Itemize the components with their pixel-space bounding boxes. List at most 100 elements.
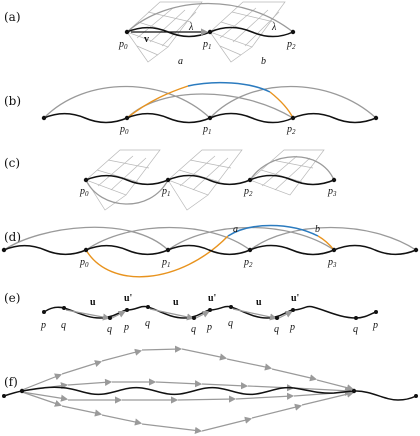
panel-b-orange-arc-left	[126, 85, 189, 119]
panel-e-point-q-5	[229, 305, 233, 309]
panel-e-point-p-1	[125, 308, 129, 312]
panel-d-p2-label: p2	[243, 257, 253, 269]
panel-c-gray-arc-2	[249, 156, 335, 181]
panel-c-point-0	[83, 177, 89, 183]
panel-f-outer-up-2	[61, 360, 103, 375]
panel-f-outer-bottom-2	[251, 403, 303, 419]
panel-f-outer-down-2	[61, 405, 103, 417]
panel-b-blue-arc	[187, 81, 271, 93]
panel-b-point-1	[207, 115, 213, 121]
panel-f-outer-up-3	[101, 348, 143, 362]
panel-b-point-2	[290, 115, 296, 121]
panel-c-grid-2	[167, 149, 243, 211]
panel-e-p-label-4: p	[289, 322, 295, 333]
panel-f-target	[351, 388, 357, 394]
panel-d-gray-arc-1	[3, 226, 169, 251]
panel-f-outer-up-1	[21, 373, 63, 391]
panel-d-gray-arc-2	[85, 226, 251, 251]
panel-e-u-label-3: u	[256, 297, 262, 308]
panel-e-u-arrow-2	[149, 308, 195, 321]
panel-a-p0-label: p0	[118, 39, 128, 51]
panel-d-label: (d)	[4, 230, 21, 244]
panel-f-outer-down-1	[21, 391, 63, 407]
panel-f-end-left	[2, 394, 6, 398]
panel-d-point-1	[165, 247, 171, 253]
panel-c: (c) p0	[4, 149, 337, 211]
panel-d-end-right	[413, 247, 419, 253]
panel-d-blue-arc	[227, 224, 319, 237]
panel-c-p0-label: p0	[79, 186, 89, 198]
panel-a-p2-label: p2	[286, 39, 296, 51]
panel-f-outer-bottom-3	[301, 390, 355, 406]
panel-a-gray-arc	[126, 2, 294, 33]
panel-b-gray-arc-1	[43, 85, 211, 119]
panel-e-point-q-2	[108, 316, 112, 320]
panel-e-p-label-2: p	[123, 322, 129, 333]
panel-e-point-q-7	[354, 316, 358, 320]
panel-f-inner-lower-1	[21, 391, 69, 402]
panel-a-p1-label: p1	[202, 39, 212, 51]
panel-d-mark-b: b	[315, 224, 320, 235]
panel-d: (d) a b p0 p1 p2 p3	[1, 224, 419, 278]
panel-b-gray-arc-2	[209, 85, 377, 119]
panel-e-q-label-3: q	[145, 318, 150, 329]
panel-d-p1-label: p1	[161, 257, 171, 269]
panel-d-p0-label: p0	[79, 257, 89, 269]
panel-a-vector-label: v	[144, 34, 149, 45]
panel-a-label: (a)	[4, 10, 21, 24]
panel-c-p2-label: p2	[243, 186, 253, 198]
panel-f-outer-top-2	[226, 358, 273, 371]
panel-f-inner-upper-5	[201, 382, 249, 390]
panel-e-p-label-5: p	[372, 320, 378, 331]
panel-e-q-label-2: q	[107, 324, 112, 335]
panel-e-u-prime-label-3: u'	[291, 293, 300, 304]
panel-e-point-p-end	[374, 310, 378, 314]
panel-e-u-prime-arrow-1	[109, 311, 126, 320]
panel-e-u-arrow-1	[65, 309, 111, 321]
panel-f-inner-lower-4	[177, 395, 237, 403]
panel-a-lambda-left: λ	[188, 22, 194, 33]
panel-e-u-label-2: u	[173, 297, 179, 308]
panel-e: (e) u u' u u' u u' p q q p q q p q q	[4, 291, 378, 335]
panel-f-outer-top-1	[181, 348, 228, 361]
panel-d-p3-label: p3	[327, 257, 337, 269]
panel-e-label: (e)	[4, 291, 20, 305]
panel-c-p3-label: p3	[327, 186, 337, 198]
panel-e-u-prime-label-2: u'	[208, 293, 217, 304]
panel-d-point-3	[331, 247, 337, 253]
panel-d-mark-a: a	[233, 224, 238, 235]
panel-c-point-2	[247, 177, 253, 183]
panel-e-point-p-3	[291, 308, 295, 312]
panel-b-orange-arc-right	[269, 91, 294, 119]
panel-b-end-left	[41, 115, 47, 121]
panel-b-point-0	[124, 115, 130, 121]
panel-e-q-label-5: q	[228, 318, 233, 329]
panel-e-point-p-2	[208, 308, 212, 312]
panel-d-orange-arc-right	[317, 235, 335, 251]
panel-a-point-1	[207, 29, 213, 35]
panel-e-q-label-1: q	[61, 320, 66, 331]
panel-e-p-label-1: p	[40, 320, 46, 331]
panel-d-orange-arc-left	[85, 235, 229, 278]
panel-b-p1-label: p1	[202, 124, 212, 136]
panel-e-point-q-3	[146, 305, 150, 309]
panel-f-inner-upper-4	[155, 380, 203, 388]
panel-f: (f)	[2, 345, 418, 434]
panel-e-u-prime-arrow-3	[276, 311, 293, 320]
panel-c-wave	[85, 174, 335, 186]
panel-c-point-1	[165, 177, 171, 183]
panel-a: (a) p0 p1 p2	[4, 1, 296, 67]
panel-a-grid-right	[209, 1, 286, 63]
panel-f-outer-up-4	[141, 345, 183, 353]
panel-e-point-q-6	[275, 316, 279, 320]
panel-b-end-right	[373, 115, 379, 121]
panel-c-point-3	[331, 177, 337, 183]
panel-b: (b) p0 p1 p2	[4, 81, 379, 136]
panel-d-point-0	[83, 247, 89, 253]
panel-e-q-label-4: q	[191, 324, 196, 335]
panel-a-region-a: a	[178, 56, 183, 67]
panel-f-outer-down-3	[101, 414, 143, 426]
panel-f-outer-top-3	[271, 368, 318, 382]
panel-c-grid-1	[85, 149, 161, 211]
